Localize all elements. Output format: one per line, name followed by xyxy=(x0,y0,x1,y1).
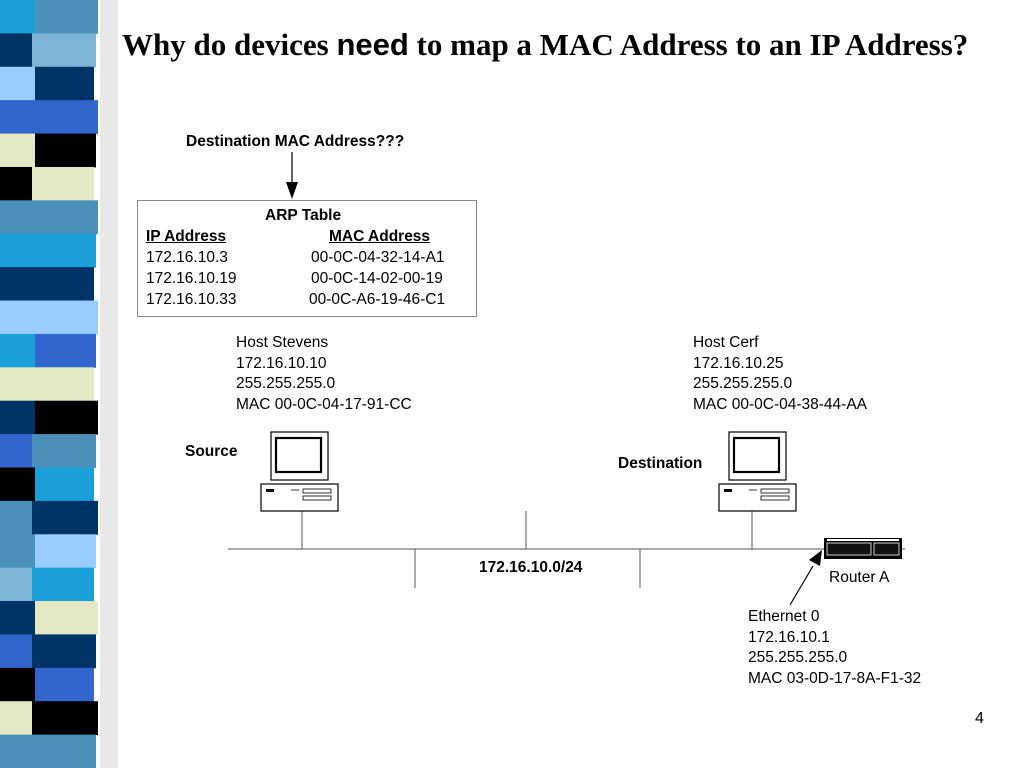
source-label: Source xyxy=(185,443,238,460)
stripe-band xyxy=(32,500,98,535)
host-source-mask: 255.255.255.0 xyxy=(236,375,336,392)
stripe-band-left xyxy=(0,634,32,669)
host-source-info: Host Stevens 172.16.10.10 255.255.255.0 … xyxy=(236,333,412,415)
stripe-band-left xyxy=(0,667,35,702)
router-mask: 255.255.255.0 xyxy=(748,649,848,666)
stripe-band-left xyxy=(0,233,32,268)
slide-title: Why do devices need to map a MAC Address… xyxy=(122,24,1002,66)
router-name: Router A xyxy=(829,569,890,586)
stripe-band xyxy=(35,734,96,768)
stripe-band xyxy=(32,166,94,201)
stripe-band xyxy=(35,0,98,34)
stripe-band-left xyxy=(0,367,32,402)
host-dest-info: Host Cerf 172.16.10.25 255.255.255.0 MAC… xyxy=(693,333,867,415)
stripe-band-left xyxy=(0,734,35,768)
stripe-band xyxy=(35,667,94,702)
arp-header-ip: IP Address xyxy=(146,228,227,245)
router-icon xyxy=(824,538,902,559)
stripe-band xyxy=(32,367,94,402)
host-source-ip: 172.16.10.10 xyxy=(236,354,327,372)
decorative-stripe-bar xyxy=(0,0,118,768)
host-source-name: Host Stevens xyxy=(236,334,329,351)
stripe-band xyxy=(32,634,96,669)
stripe-band xyxy=(32,434,96,468)
stripe-band xyxy=(35,333,96,368)
stripe-band xyxy=(35,133,96,168)
stripe-band xyxy=(35,66,94,101)
title-after: to map a MAC Address to an IP Address? xyxy=(408,27,969,62)
host-dest-mac: MAC 00-0C-04-38-44-AA xyxy=(693,395,868,413)
stripe-shadow xyxy=(100,0,118,768)
arp-row: 172.16.10.3 00-0C-04-32-14-A1 xyxy=(138,249,476,270)
router-mac: MAC 03-0D-17-8A-F1-32 xyxy=(748,669,922,687)
ethernet0-arrow-line xyxy=(789,565,814,606)
host-dest-ip: 172.16.10.25 xyxy=(693,354,784,372)
host-dest-mask: 255.255.255.0 xyxy=(693,375,793,392)
arp-header-mac: MAC Address xyxy=(329,228,431,245)
destination-label: Destination xyxy=(618,455,703,472)
router-interface: Ethernet 0 xyxy=(748,608,820,625)
page-number: 4 xyxy=(975,710,984,727)
stripe-band-left xyxy=(0,434,32,468)
arp-row-mac: 00-0C-A6-19-46-C1 xyxy=(309,291,446,308)
stripe-band-left xyxy=(0,601,35,635)
stripe-band xyxy=(32,100,98,135)
dest-mac-question: Destination MAC Address??? xyxy=(186,133,405,150)
arp-table-title: ARP Table xyxy=(265,207,342,224)
computer-source-icon xyxy=(260,431,339,512)
network-label: 172.16.10.0/24 xyxy=(479,559,583,576)
stripe-band xyxy=(32,567,94,602)
stripe-band-left xyxy=(0,701,32,736)
stripe-band-left xyxy=(0,534,35,569)
stripe-band-left xyxy=(0,166,32,201)
stripe-band-left xyxy=(0,400,35,435)
host-source-mac: MAC 00-0C-04-17-91-CC xyxy=(236,395,412,413)
stripe-band-left xyxy=(0,500,32,535)
stripe-band-left xyxy=(0,300,32,335)
title-emphasis: need xyxy=(336,27,409,62)
stripe-band xyxy=(35,601,98,635)
stripe-band-left xyxy=(0,567,32,602)
stripe-band-left xyxy=(0,0,35,34)
stripe-band xyxy=(32,233,96,268)
stripe-band-left xyxy=(0,267,35,302)
computer-destination-icon xyxy=(718,431,797,512)
title-before: Why do devices xyxy=(122,27,337,62)
stripe-band xyxy=(35,200,98,235)
stripe-band-left xyxy=(0,33,32,68)
stripe-group xyxy=(0,0,98,768)
arp-row-ip: 172.16.10.33 xyxy=(146,291,237,308)
stripe-band-left xyxy=(0,467,35,502)
arp-row: 172.16.10.33 00-0C-A6-19-46-C1 xyxy=(138,291,476,312)
arp-table: ARP Table IP Address MAC Address 172.16.… xyxy=(137,200,477,317)
stripe-band xyxy=(32,701,98,736)
stripe-band-left xyxy=(0,66,35,101)
stripe-band xyxy=(32,300,98,335)
host-dest-name: Host Cerf xyxy=(693,334,759,351)
router-interface-info: Ethernet 0 172.16.10.1 255.255.255.0 MAC… xyxy=(748,607,921,689)
ethernet0-arrow-head xyxy=(809,550,822,566)
arp-row-mac: 00-0C-04-32-14-A1 xyxy=(311,249,445,266)
stripe-band-left xyxy=(0,200,35,235)
router-ip: 172.16.10.1 xyxy=(748,628,830,646)
stripe-band-left xyxy=(0,100,32,135)
arp-row-mac: 00-0C-14-02-00-19 xyxy=(311,270,443,287)
stripe-band xyxy=(35,534,96,569)
stripe-band xyxy=(32,33,96,68)
dest-mac-arrow-head xyxy=(286,182,298,199)
stripe-band xyxy=(35,267,94,302)
arp-row-ip: 172.16.10.3 xyxy=(146,249,228,266)
arp-row: 172.16.10.19 00-0C-14-02-00-19 xyxy=(138,270,476,291)
stripe-band-left xyxy=(0,133,35,168)
stripe-band xyxy=(35,400,98,435)
stripe-band-left xyxy=(0,333,35,368)
arp-row-ip: 172.16.10.19 xyxy=(146,270,237,287)
stripe-band xyxy=(35,467,94,502)
